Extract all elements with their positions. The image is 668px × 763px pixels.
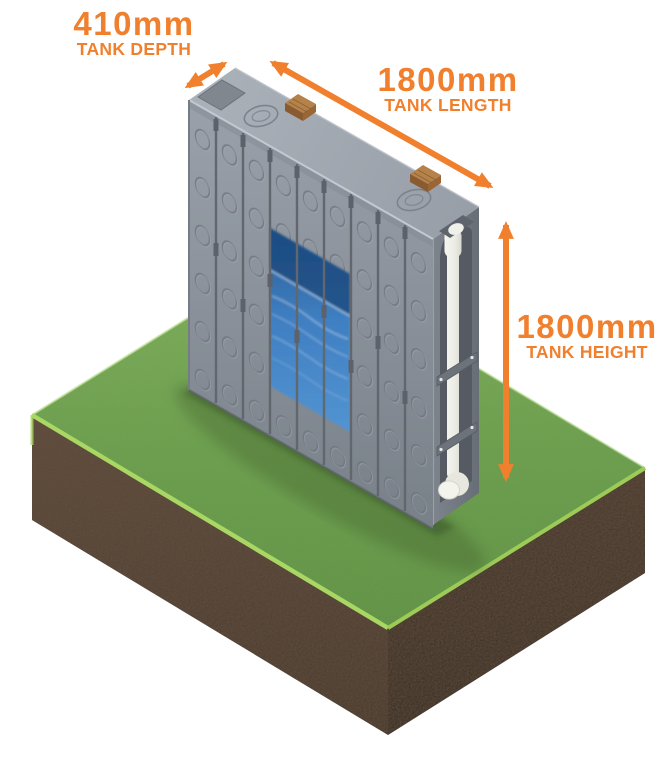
length-dimension-label: 1800mm TANK LENGTH — [348, 61, 548, 116]
tank-lid — [243, 104, 432, 212]
height-caption: TANK HEIGHT — [526, 342, 648, 363]
panel-seams — [214, 117, 407, 511]
slimline-tank — [188, 67, 480, 531]
depth-arrow — [184, 61, 228, 89]
length-value: 1800mm — [377, 61, 519, 98]
overflow-pipe — [438, 230, 469, 500]
water-level-window — [269, 228, 351, 432]
dimension-arrows — [184, 60, 514, 482]
depth-value: 410mm — [73, 5, 195, 42]
height-dimension-label: 1800mm TANK HEIGHT — [504, 308, 668, 363]
grass-edge-highlight — [30, 413, 390, 630]
length-caption: TANK LENGTH — [384, 95, 512, 116]
height-value: 1800mm — [516, 308, 658, 345]
pipe-bracket — [436, 351, 478, 457]
depth-caption: TANK DEPTH — [76, 39, 192, 60]
length-arrow — [269, 60, 494, 189]
depth-dimension-label: 410mm TANK DEPTH — [34, 5, 234, 60]
